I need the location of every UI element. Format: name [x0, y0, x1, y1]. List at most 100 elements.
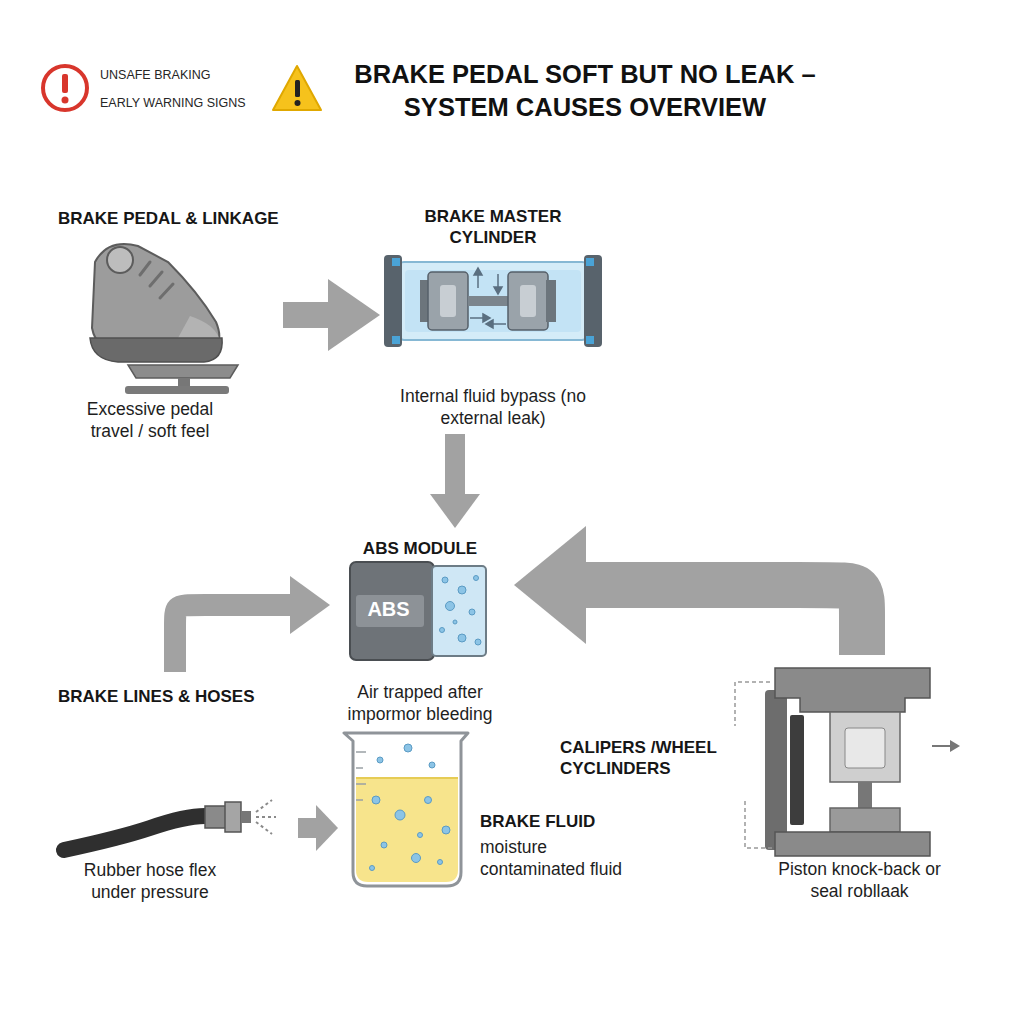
master-cylinder-illustration: [392, 258, 400, 266]
component-node: BRAKE MASTER CYLINDER Internal fluid bypa…: [380, 198, 606, 434]
fluid-beaker-illustration: [412, 854, 421, 863]
pedal-illustration: [90, 244, 238, 394]
flow-arrow: [514, 526, 862, 655]
master-cylinder-illustration: [384, 255, 602, 347]
master-cylinder-illustration: [486, 320, 493, 328]
brake-hose-illustration: [256, 800, 272, 812]
arrow-shaft: [584, 585, 862, 655]
fluid-beaker-illustration: [438, 860, 443, 865]
fluid-beaker-illustration: [356, 778, 458, 882]
cause-caption: Rubber hose flex under pressure: [70, 860, 230, 904]
fluid-beaker-illustration: [395, 810, 405, 820]
fluid-beaker-illustration: [418, 833, 423, 838]
brake-hose-illustration: [64, 816, 205, 850]
flow-arrow: [283, 279, 380, 351]
fluid-beaker-illustration: [429, 762, 435, 768]
flow-arrow: [430, 434, 480, 528]
master-cylinder-illustration: [546, 280, 556, 322]
caution-triangle: [273, 66, 321, 110]
component-node: BRAKE LINES & HOSES Rubber hose flex unde…: [50, 672, 298, 908]
caliper-illustration: [950, 740, 960, 752]
fluid-beaker-illustration: [404, 744, 412, 752]
arrow-head: [430, 494, 480, 528]
arrow-shaft: [283, 302, 330, 328]
caliper-illustration: [790, 715, 804, 825]
component-heading: ABS MODULE: [330, 538, 510, 559]
arrow-head: [328, 279, 380, 351]
master-cylinder-illustration: [508, 272, 548, 330]
master-cylinder-illustration: [405, 270, 581, 332]
fluid-beaker-illustration: [356, 767, 363, 769]
abs-module-illustration: [475, 639, 481, 645]
fluid-beaker-illustration: [377, 757, 383, 763]
master-cylinder-illustration: [584, 255, 602, 347]
component-node: BRAKE PEDAL & LINKAGEExcessive pedal tra…: [50, 200, 283, 447]
warning-icon: [43, 66, 87, 110]
caliper-illustration: [775, 668, 930, 712]
master-cylinder-illustration: [520, 285, 536, 317]
component-node: CALIPERS /WHEEL CYCLINDERS Piston knock-b…: [555, 655, 960, 907]
master-cylinder-illustration: [483, 314, 490, 322]
abs-module-illustration: [458, 634, 466, 642]
warning-label: EARLY WARNING SIGNS: [100, 96, 246, 112]
cause-caption: Piston knock-back or seal robllaak: [767, 859, 952, 903]
cause-caption: moisture contaminated fluid: [480, 837, 652, 881]
fluid-beaker-illustration: [356, 752, 366, 800]
caliper-illustration: [858, 782, 872, 810]
pedal-illustration: [107, 247, 133, 273]
fluid-beaker-illustration: [442, 826, 450, 834]
abs-module-illustration: [356, 595, 424, 627]
brake-hose-illustration: [256, 816, 276, 818]
fluid-beaker-illustration: [425, 797, 432, 804]
fluid-beaker-illustration: [372, 796, 380, 804]
caliper-illustration: [845, 728, 885, 768]
master-cylinder-illustration: [398, 262, 588, 340]
master-cylinder-illustration: [470, 268, 506, 328]
fluid-beaker-illustration: [344, 733, 468, 886]
fluid-beaker-illustration: [381, 842, 387, 848]
pedal-illustration: [125, 386, 229, 394]
arrow-shaft: [298, 818, 318, 838]
master-cylinder-illustration: [494, 287, 502, 294]
caliper-illustration: [735, 682, 770, 726]
arrow-head: [290, 576, 330, 634]
fluid-beaker-illustration: [356, 799, 363, 801]
abs-module-illustration: [350, 562, 486, 660]
fluid-beaker-illustration: [356, 783, 366, 785]
brake-hose-illustration: [64, 800, 276, 850]
component-node: ABS MODULEABSAir trapped after impormor …: [330, 528, 514, 730]
brake-hose-illustration: [205, 806, 227, 828]
component-heading: CALIPERS /WHEEL CYCLINDERS: [560, 737, 760, 780]
pedal-illustration: [178, 378, 190, 387]
arrow-head: [316, 805, 338, 851]
abs-module-illustration: [469, 609, 475, 615]
cause-caption: Internal fluid bypass (no external leak): [393, 386, 593, 430]
abs-module-illustration: [440, 576, 482, 646]
pedal-illustration: [128, 365, 238, 378]
warning-icon: [62, 97, 69, 104]
pedal-illustration: [160, 284, 173, 298]
caution-triangle: [295, 100, 301, 106]
component-heading: BRAKE MASTER CYLINDER: [403, 206, 583, 249]
flow-arrow: [175, 576, 330, 672]
master-cylinder-illustration: [440, 285, 456, 317]
warning-icon: [43, 66, 87, 110]
caliper-illustration: [830, 712, 900, 782]
component-heading: BRAKE LINES & HOSES: [58, 686, 254, 707]
caliper-illustration: [775, 832, 930, 856]
brake-hose-illustration: [241, 811, 251, 823]
caution-triangle: [295, 80, 300, 97]
brake-hose-illustration: [256, 800, 276, 834]
warning-icon: [62, 74, 68, 93]
fluid-beaker-illustration: [356, 777, 458, 779]
caliper-illustration: [735, 668, 960, 856]
master-cylinder-illustration: [384, 255, 402, 347]
master-cylinder-illustration: [586, 336, 594, 344]
caliper-illustration: [830, 808, 900, 832]
fluid-beaker-illustration: [344, 733, 468, 886]
abs-module-illustration: [474, 576, 479, 581]
caliper-illustration: [932, 745, 950, 747]
abs-module-illustration: [350, 562, 434, 660]
